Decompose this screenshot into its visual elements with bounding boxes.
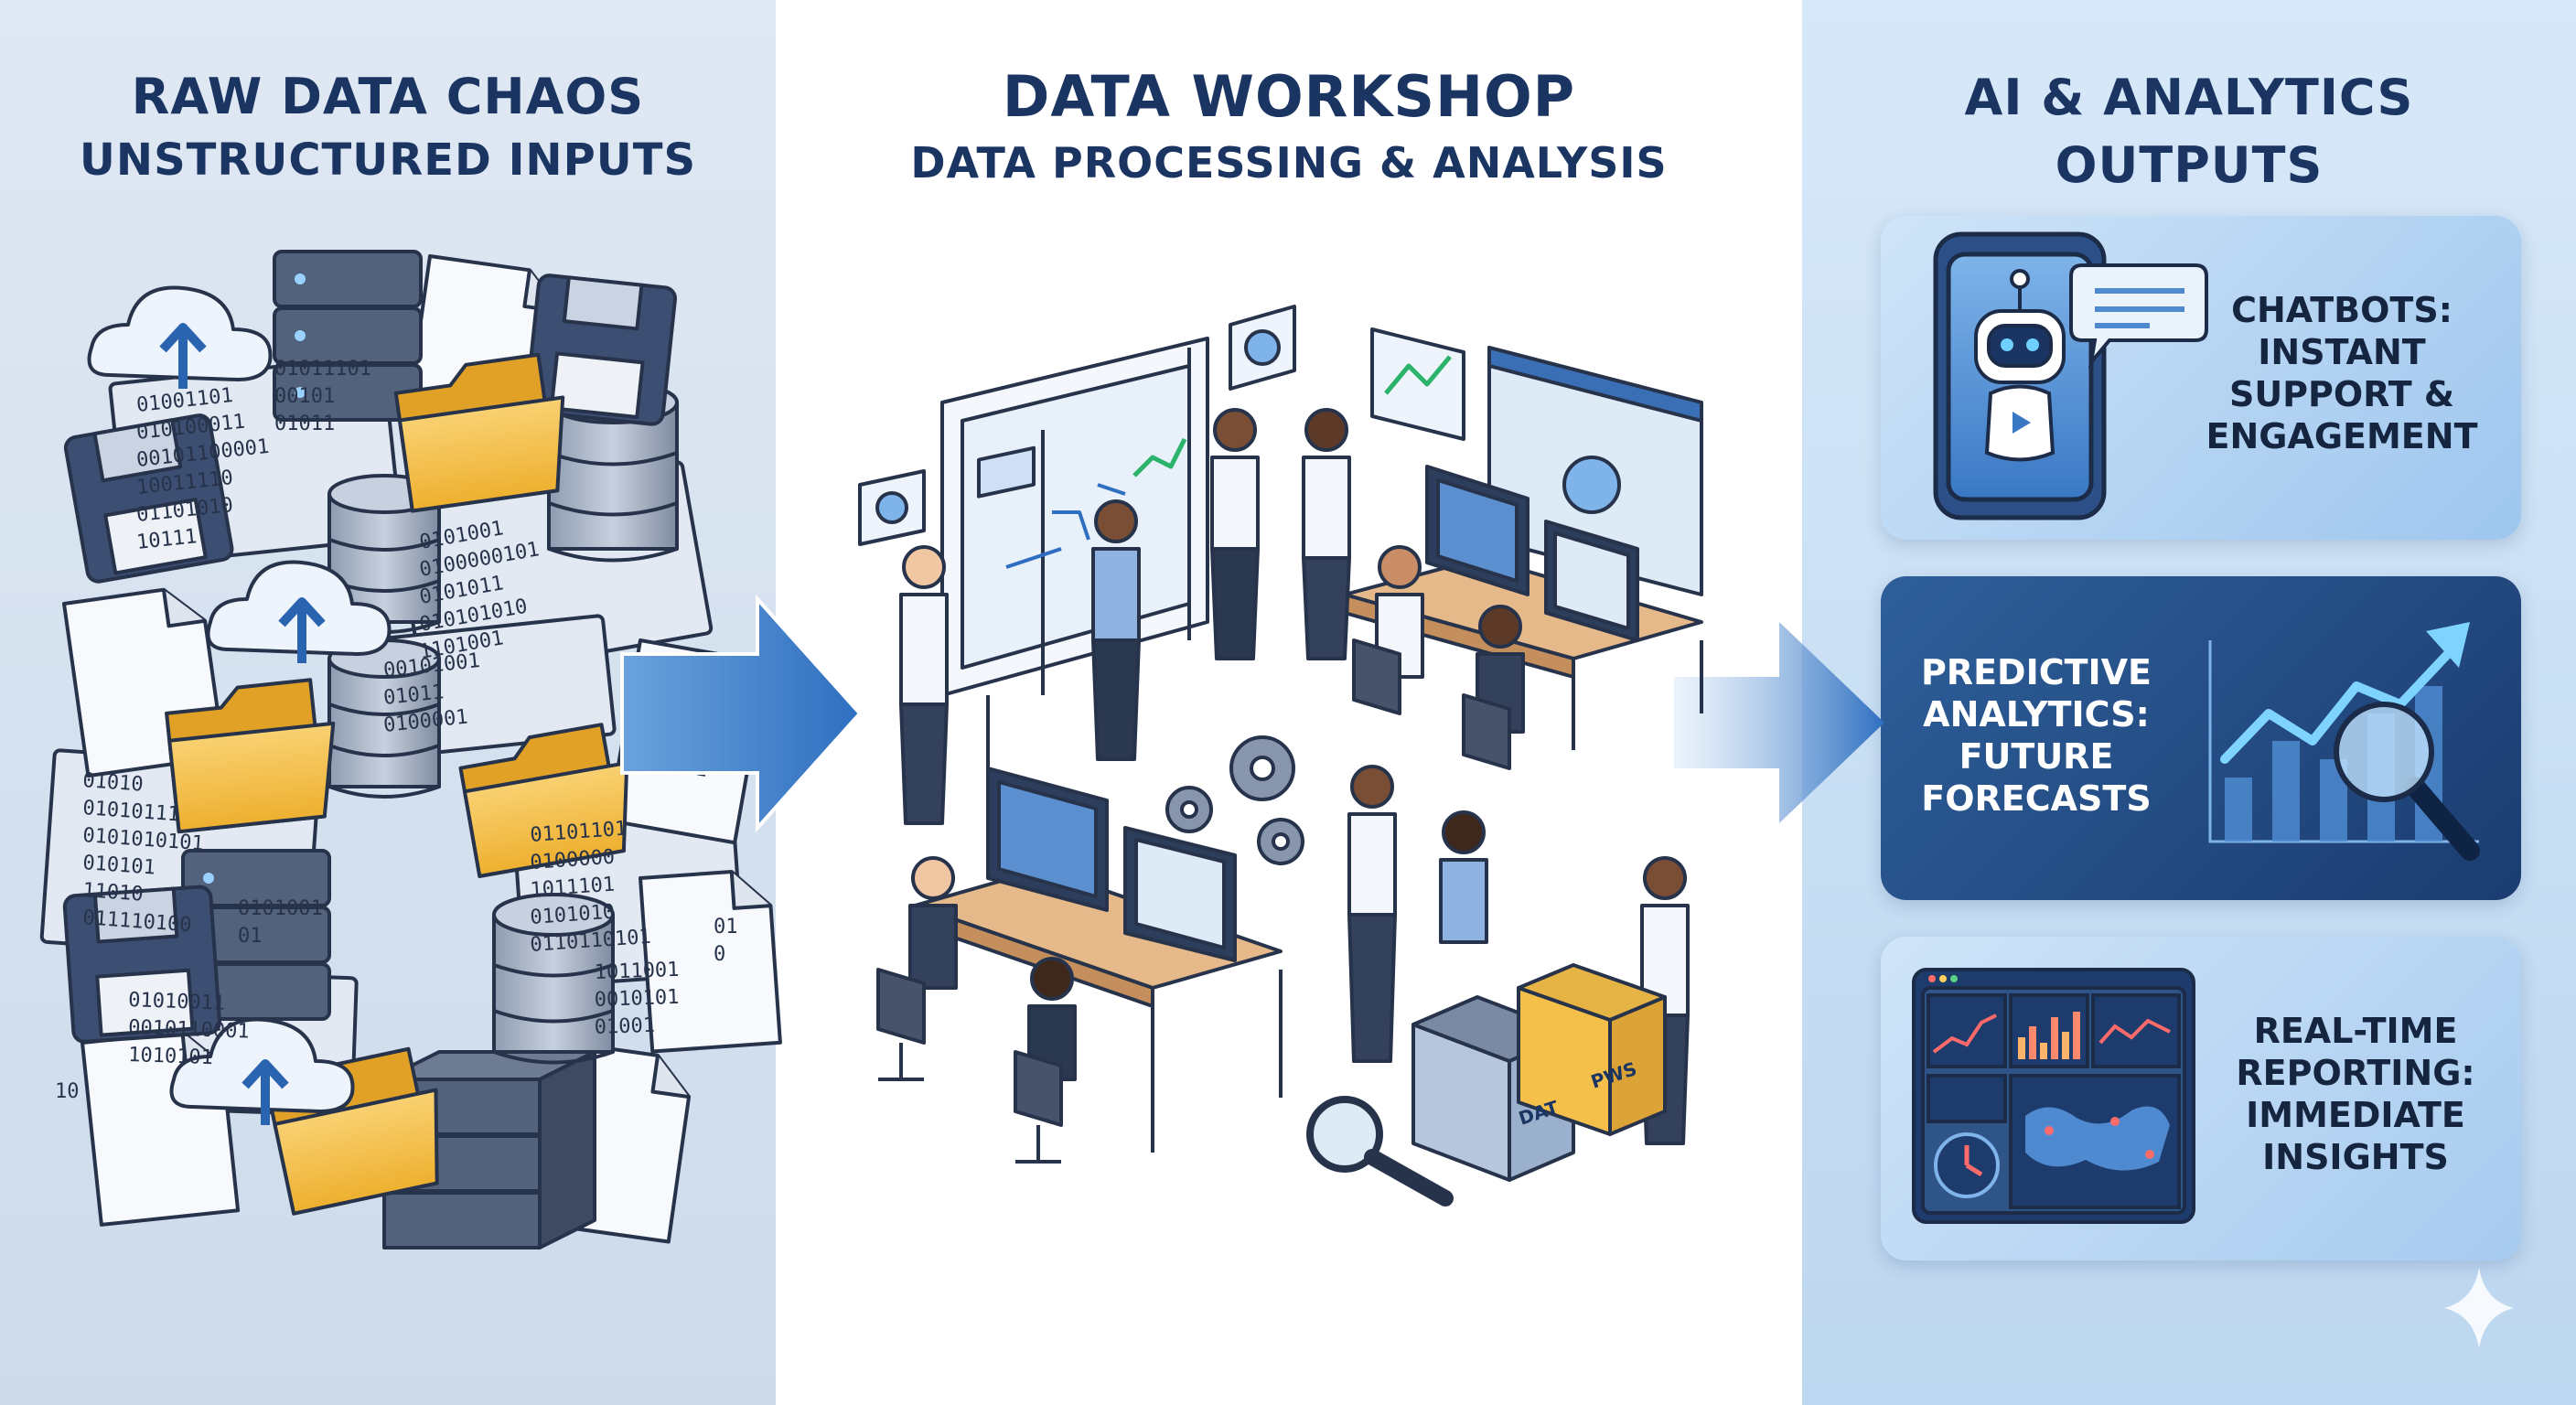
workshop-heading: DATA WORKSHOP DATA PROCESSING & ANALYSIS [776,60,1802,192]
chat-bubble-icon [2069,263,2208,369]
reporting-line: REAL-TIME [2253,1011,2458,1051]
reporting-line: INSIGHTS [2262,1137,2449,1177]
person [1347,765,1397,1063]
dashboard-bar [2051,1017,2058,1059]
chatbots-line: CHATBOTS: [2231,290,2453,330]
predictive-label: PREDICTIVE ANALYTICS: FUTURE FORECASTS [1899,651,2174,820]
gear-icon [1257,818,1304,865]
person [1210,408,1260,660]
floppy-disk-icon [62,885,221,1044]
workshop-subtitle: DATA PROCESSING & ANALYSIS [910,138,1668,188]
person [1091,499,1141,761]
trend-bar [2272,741,2300,842]
magnifier-icon [2334,702,2480,861]
binary-string: 1011001 [594,959,680,984]
chatbots-label: CHATBOTS: INSTANT SUPPORT & ENGAGEMENT [2186,289,2497,457]
binary-string: 01 [238,925,263,948]
monitor [986,767,1109,912]
person [1302,408,1351,660]
raw-data-heading: RAW DATA CHAOS UNSTRUCTURED INPUTS [0,64,776,190]
cloud-upload-icon [169,1017,355,1125]
binary-string: 0010101 [594,986,680,1012]
binary-string: 01011 [274,413,335,435]
binary-string: 01010 [82,769,145,797]
binary-string: 01001 [594,1014,655,1039]
flow-arrow-left [620,594,863,833]
binary-string: 0010110001 [128,1016,250,1044]
monitor [1425,465,1530,596]
gear-icon [1165,786,1213,833]
outputs-title-line2: OUTPUTS [2055,136,2324,194]
cloud-upload-icon [206,560,392,663]
magnifier-icon [1306,1096,1454,1207]
binary-string: 01011101 [274,358,371,381]
folder-icon [458,723,629,878]
chair [1462,693,1511,770]
outputs-heading: AI & ANALYTICS OUTPUTS [1802,64,2576,199]
database-icon [492,893,615,1065]
server-rack-icon [181,849,331,1021]
sparkle-icon [2444,1268,2514,1348]
file-box [1517,963,1667,1136]
chair [876,968,926,1081]
binary-string: 0101001 [238,897,323,920]
binary-string: 0 [714,943,725,966]
binary-string: 1010101 [128,1044,214,1069]
chair [1352,638,1401,715]
binary-string: 10 [55,1080,80,1103]
cloud-upload-icon [87,285,273,389]
workshop-scene: DAT PWS [858,305,1703,1207]
floppy-disk-icon [63,413,234,584]
dashboard-bar [2040,1043,2047,1059]
robot-icon [1974,269,2066,462]
dashboard-bars [2018,1012,2080,1059]
predictive-line: PREDICTIVE [1920,652,2152,692]
workshop-title: DATA WORKSHOP [1002,63,1576,130]
floating-screen [1229,305,1296,391]
floppy-disk-icon [524,273,677,426]
reporting-line: REPORTING: [2236,1053,2475,1093]
binary-string: 010101 [82,852,156,879]
document-icon [639,870,782,1054]
reporting-label: REAL-TIME REPORTING: IMMEDIATE INSIGHTS [2205,1010,2506,1178]
chatbots-line: ENGAGEMENT [2206,416,2478,456]
folder-icon [165,678,336,834]
gear-icon [1229,735,1295,801]
flow-arrow-right [1674,622,1884,823]
binary-string: 01 [714,916,738,938]
trend-bar [2225,778,2252,842]
predictive-line: ANALYTICS: [1923,694,2150,735]
floating-screen [1370,327,1465,441]
predictive-line: FUTURE [1959,736,2114,777]
chatbots-line: INSTANT [2258,332,2426,372]
person [899,545,949,825]
monitor [1544,520,1639,642]
clock-icon [1934,1132,2000,1198]
settings-screen [1487,346,1703,596]
chair [1014,1050,1063,1164]
dashboard-bar [2018,1037,2025,1059]
predictive-line: FORECASTS [1921,778,2152,819]
raw-data-subtitle: UNSTRUCTURED INPUTS [79,134,697,186]
dashboard-bar [2062,1032,2069,1059]
dashboard-bar [2073,1012,2080,1059]
monitor [1123,826,1237,962]
server-rack-icon [273,250,423,422]
folder-icon [393,352,565,513]
binary-string: 00101 [274,385,335,408]
binary-string: 11010 [82,879,145,906]
dashboard-bar [2029,1026,2036,1059]
binary-string: 01010011 [128,989,226,1015]
reporting-line: IMMEDIATE [2246,1095,2465,1135]
chatbots-line: SUPPORT & [2228,374,2455,414]
whiteboard [940,337,1209,787]
person [908,856,958,990]
floating-screen [858,469,926,546]
raw-data-title: RAW DATA CHAOS [131,68,645,125]
person [1439,810,1488,944]
outputs-title-line1: AI & ANALYTICS [1964,69,2414,126]
